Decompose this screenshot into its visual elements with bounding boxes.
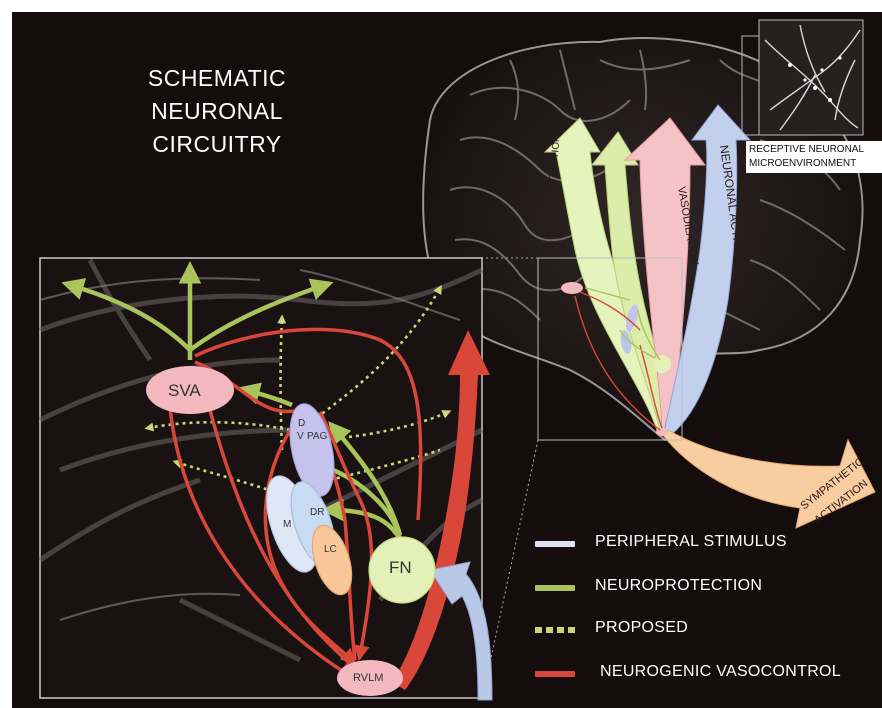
- legend-swatch-proposed: [535, 627, 575, 633]
- title-line-2: NEURONAL: [102, 98, 332, 125]
- legend-label-neuroprotection: NEUROPROTECTION: [595, 577, 762, 595]
- callout-line-1: RECEPTIVE NEURONAL: [749, 143, 879, 157]
- legend-swatch-peripheral: [535, 541, 575, 547]
- label-sva: SVA: [168, 381, 201, 401]
- label-pag: PAG: [307, 431, 327, 442]
- legend-label-proposed: PROPOSED: [595, 619, 688, 637]
- zoom-panel: [40, 258, 482, 698]
- title-line-1: SCHEMATIC: [102, 65, 332, 92]
- micrograph-inset: [742, 20, 863, 135]
- callout-line-2: MICROENVIRONMENT: [749, 157, 879, 171]
- legend-label-peripheral: PERIPHERAL STIMULUS: [595, 533, 787, 551]
- figure-panel: SCHEMATIC NEURONAL CIRCUITRY RECEPTIVE N…: [12, 12, 882, 708]
- title-line-3: CIRCUITRY: [102, 131, 332, 158]
- receptive-callout: RECEPTIVE NEURONAL MICROENVIRONMENT: [746, 141, 882, 173]
- label-fn: FN: [389, 558, 412, 578]
- legend-swatch-vasocontrol: [535, 671, 575, 677]
- label-rvlm: RVLM: [353, 672, 383, 684]
- label-v: V: [297, 431, 304, 442]
- legend-swatch-neuroprotection: [535, 585, 575, 591]
- label-d: D: [298, 418, 305, 429]
- label-m: M: [283, 519, 291, 530]
- label-lc: LC: [324, 544, 337, 555]
- legend-label-vasocontrol: NEUROGENIC VASOCONTROL: [600, 663, 841, 681]
- label-dr: DR: [310, 507, 324, 518]
